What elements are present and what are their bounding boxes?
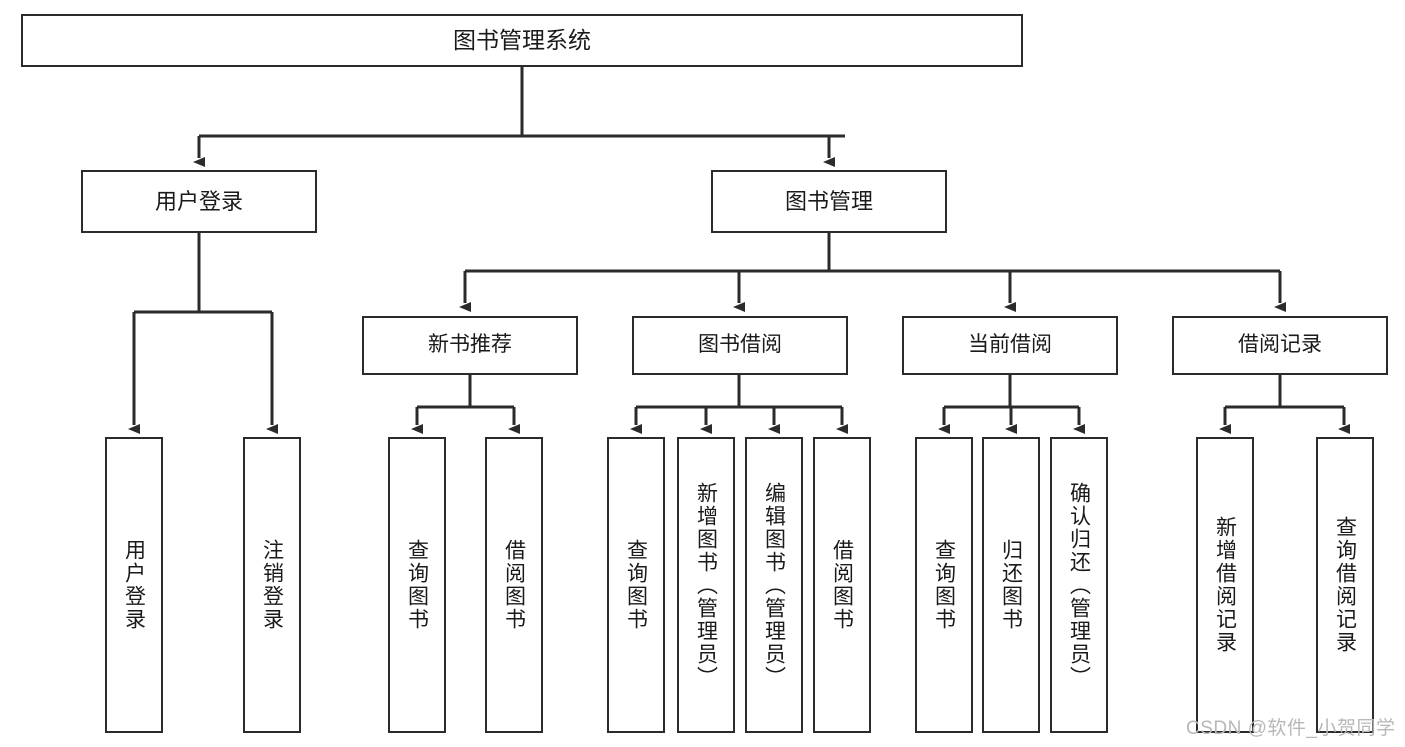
node-label: 新增借阅记录 [1213, 516, 1237, 654]
node-label: 图书管理 [784, 188, 873, 214]
node-label: 图书管理系统 [453, 26, 591, 53]
node-leaf-add-book[interactable]: 新增图书（管理员） [677, 437, 735, 733]
node-leaf-confirm-return[interactable]: 确认归还（管理员） [1050, 437, 1108, 733]
node-label: 当前借阅 [968, 333, 1052, 357]
node-leaf-borrow-book-2[interactable]: 借阅图书 [813, 437, 871, 733]
node-label: 新增图书（管理员） [694, 481, 718, 689]
node-book-borrow[interactable]: 图书借阅 [632, 316, 848, 375]
node-leaf-query-book-2[interactable]: 查询图书 [607, 437, 665, 733]
node-label: 借阅图书 [830, 539, 854, 631]
node-label: 查询图书 [405, 539, 429, 631]
node-leaf-query-book-1[interactable]: 查询图书 [388, 437, 446, 733]
node-label: 编辑图书（管理员） [762, 481, 786, 689]
node-label: 注销登录 [260, 539, 284, 631]
watermark: CSDN @软件_小贺同学 [1186, 718, 1396, 739]
node-leaf-add-record[interactable]: 新增借阅记录 [1196, 437, 1254, 733]
node-label: 借阅图书 [502, 539, 526, 631]
node-label: 确认归还（管理员） [1067, 481, 1091, 689]
node-new-book-recommend[interactable]: 新书推荐 [362, 316, 578, 375]
node-user-login[interactable]: 用户登录 [81, 170, 317, 233]
node-label: 借阅记录 [1238, 333, 1322, 357]
node-label: 用户登录 [154, 188, 243, 214]
node-leaf-edit-book[interactable]: 编辑图书（管理员） [745, 437, 803, 733]
node-leaf-borrow-book-1[interactable]: 借阅图书 [485, 437, 543, 733]
node-book-manage[interactable]: 图书管理 [711, 170, 947, 233]
node-leaf-return-book[interactable]: 归还图书 [982, 437, 1040, 733]
node-leaf-user-logout[interactable]: 注销登录 [243, 437, 301, 733]
node-label: 图书借阅 [698, 333, 782, 357]
node-label: 用户登录 [122, 539, 146, 631]
node-label: 归还图书 [999, 539, 1023, 631]
node-leaf-user-login[interactable]: 用户登录 [105, 437, 163, 733]
node-label: 查询借阅记录 [1333, 516, 1357, 654]
node-leaf-query-record[interactable]: 查询借阅记录 [1316, 437, 1374, 733]
node-root-system[interactable]: 图书管理系统 [21, 14, 1023, 67]
node-label: 新书推荐 [428, 333, 512, 357]
node-current-borrow[interactable]: 当前借阅 [902, 316, 1118, 375]
node-borrow-record[interactable]: 借阅记录 [1172, 316, 1388, 375]
node-leaf-query-book-3[interactable]: 查询图书 [915, 437, 973, 733]
node-label: 查询图书 [624, 539, 648, 631]
node-label: 查询图书 [932, 539, 956, 631]
